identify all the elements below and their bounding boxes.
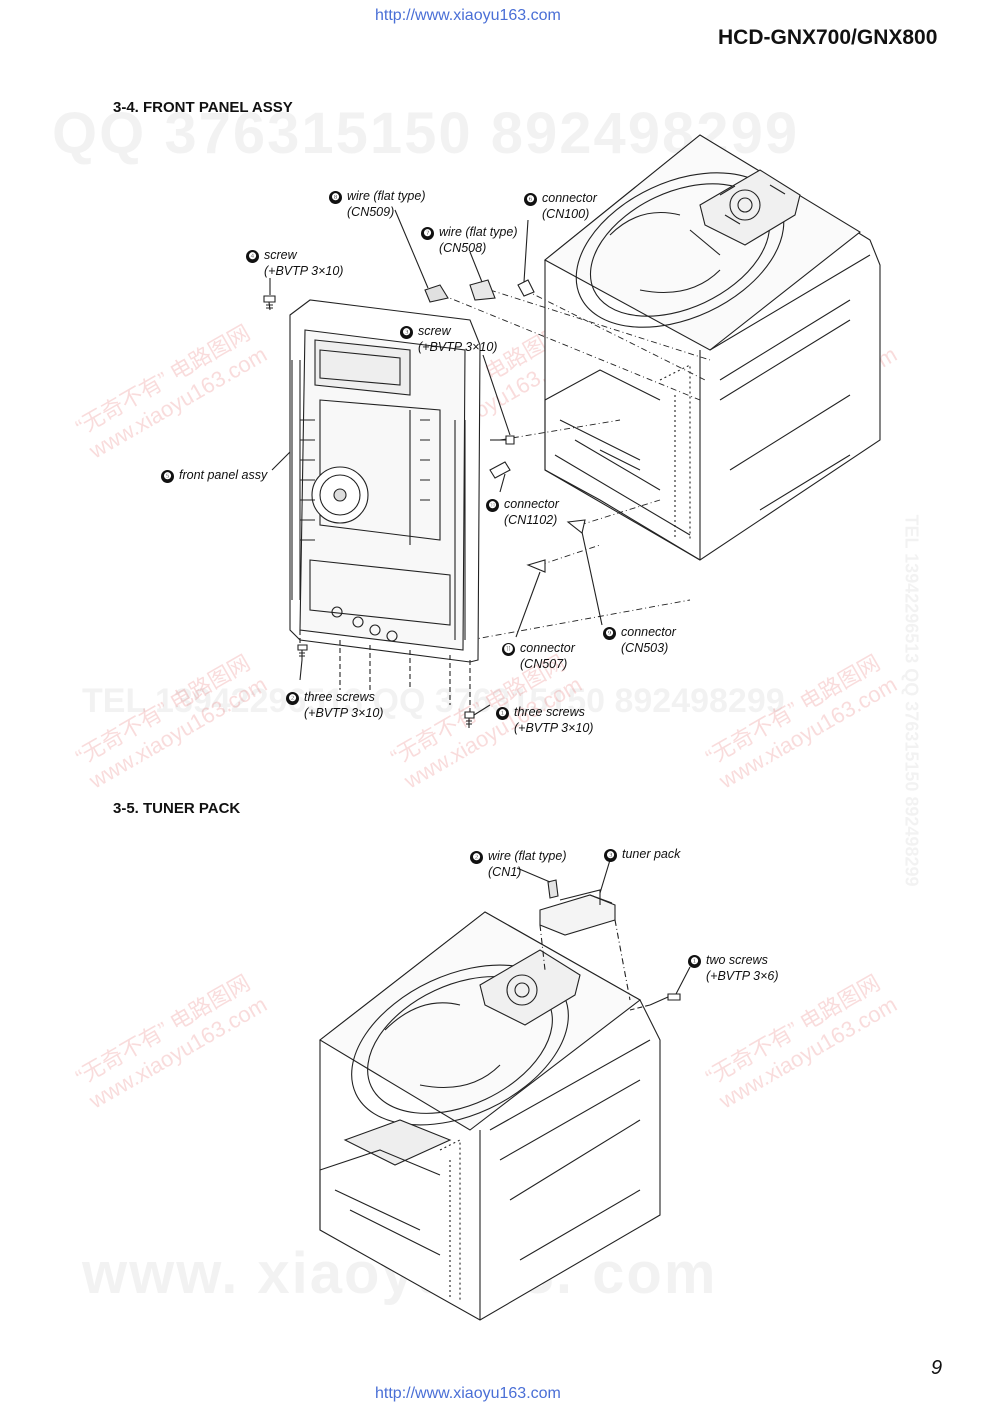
connector-cn507 [526,559,546,573]
model-title: HCD-GNX700/GNX800 [718,26,938,49]
screw-side [490,435,515,445]
section-title-tuner-pack: 3-5. TUNER PACK [113,800,241,817]
header-url[interactable]: http://www.xiaoyu163.com [375,7,561,24]
tuner-pcb [343,1119,452,1166]
page-number: 9 [931,1357,943,1379]
screw-bottom-right [464,711,475,728]
screw-top-left [263,295,276,311]
tuner-pack [539,894,616,936]
footer-url[interactable]: http://www.xiaoyu163.com [375,1385,561,1402]
connector-cn503 [566,519,586,534]
tuner-screw [649,993,681,1006]
connector-cn1102 [489,461,511,479]
cd-mechanism-block [699,169,801,246]
connector-cn100 [517,279,535,297]
section-title-front-panel: 3-4. FRONT PANEL ASSY [113,99,293,116]
flat-wire-cn509 [424,284,449,303]
watermark-tel: TEL 13942296513 QQ 376315150 892498299 [82,682,785,720]
watermark-qq: QQ 376315150 892498299 [52,101,800,166]
front-panel-display [314,339,411,396]
flat-wire-cn1 [547,879,559,899]
screw-bottom-left [297,644,308,660]
chassis-right-wall [699,254,871,560]
chassis-bottom-plate [544,454,701,561]
tuner-mechanism-block [479,949,581,1026]
